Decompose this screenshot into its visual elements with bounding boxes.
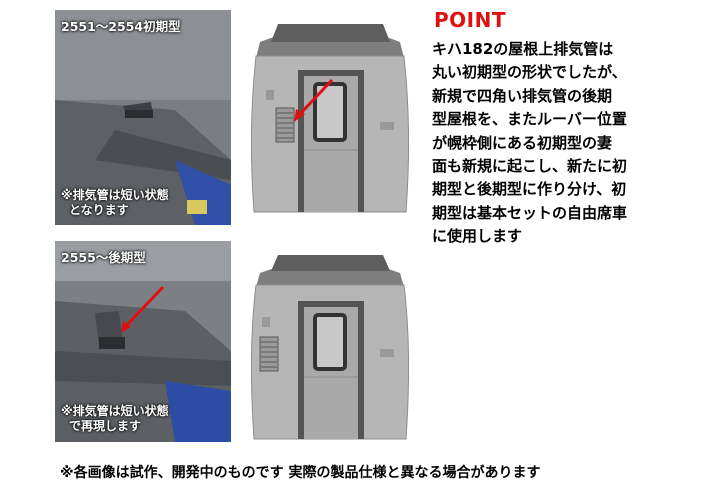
point-line-4: 型屋根を、またルーバー位置 (432, 110, 627, 129)
top-render-arrow (298, 78, 334, 116)
bottom-photo-arrow (123, 285, 165, 329)
bottom-photo-label: 2555〜後期型 (61, 250, 146, 265)
point-title: POINT (434, 8, 506, 32)
top-car-end-render (238, 10, 423, 225)
top-car-end-image (250, 24, 410, 213)
point-line-9: に使用します (432, 227, 523, 246)
top-photo: 2551〜2554初期型 ※排気管は短い状態 となります (55, 10, 231, 225)
footer-disclaimer: ※各画像は試作、開発中のものです 実際の製品仕様と異なる場合があります (60, 465, 541, 481)
point-body: キハ182の屋根上排気管は 丸い初期型の形状でしたが、 新規で四角い排気管の後期… (432, 38, 627, 249)
top-photo-label: 2551〜2554初期型 (61, 19, 181, 34)
point-line-3: 新規で四角い排気管の後期 (432, 86, 613, 105)
top-photo-note-line-2: となります (69, 203, 129, 217)
point-line-8: 期型は基本セットの自由席車 (432, 203, 628, 222)
top-photo-image (55, 10, 231, 225)
bottom-photo-note: ※排気管は短い状態 で再現します (61, 404, 169, 434)
point-line-6: 面も新規に起こし、新たに初 (432, 157, 628, 176)
bottom-photo-note-line-2: で再現します (69, 419, 142, 433)
bottom-photo-note-line-1: ※排気管は短い状態 (61, 404, 169, 418)
top-photo-note-line-1: ※排気管は短い状態 (61, 188, 169, 202)
bottom-car-end-image (250, 255, 410, 440)
point-line-2: 丸い初期型の形状でしたが、 (432, 63, 627, 82)
bottom-photo-image (55, 241, 231, 442)
point-line-7: 期型と後期型に作り分け、初 (432, 180, 627, 199)
bottom-car-end-render (238, 241, 423, 442)
point-line-5: が幌枠側にある初期型の妻 (432, 133, 613, 152)
point-line-1: キハ182の屋根上排気管は (432, 40, 614, 58)
bottom-photo: 2555〜後期型 ※排気管は短い状態 で再現します (55, 241, 231, 442)
top-photo-note: ※排気管は短い状態 となります (61, 188, 169, 218)
